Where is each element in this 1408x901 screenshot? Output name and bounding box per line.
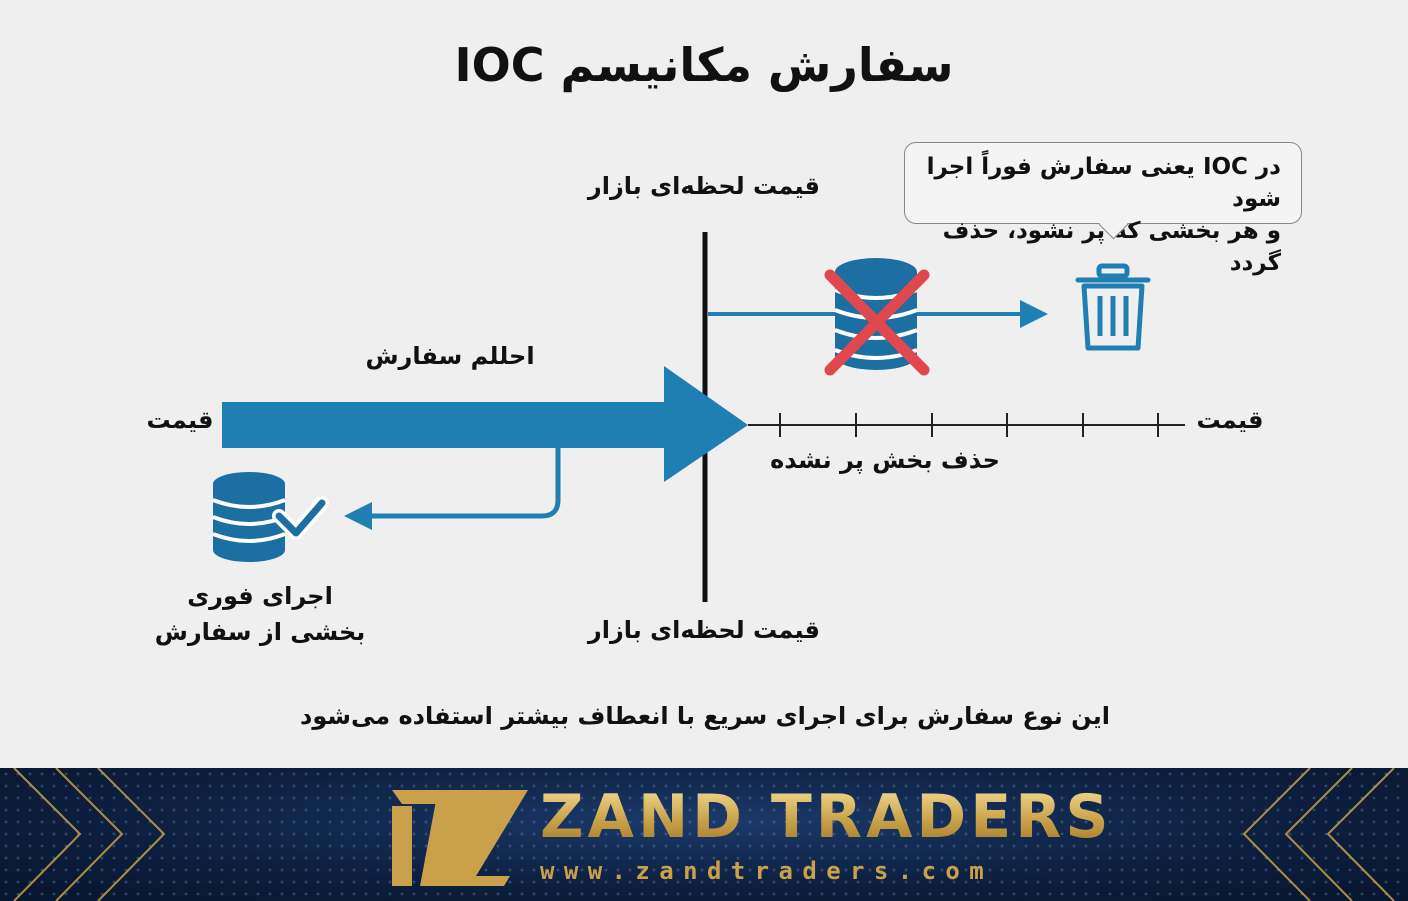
coin-stack-icon bbox=[212, 472, 286, 562]
cancel-arrowhead bbox=[1020, 300, 1048, 328]
cancel-unfilled-label: حذف بخش پر نشده bbox=[770, 446, 1000, 474]
price-label-right: قیمت bbox=[1196, 406, 1264, 434]
callout-line-1: در IOC یعنی سفارش فوراً اجرا شود bbox=[926, 154, 1281, 212]
coin-stack-crossed-icon bbox=[824, 258, 930, 376]
order-submission-label: احللم سفارش bbox=[365, 342, 535, 370]
callout-text: در IOC یعنی سفارش فوراً اجرا شود و هر بخ… bbox=[919, 151, 1281, 279]
market-price-label-top: قیمت لحظه‌ای بازار bbox=[587, 172, 820, 200]
partial-exec-label: اجرای فوری بخشی از سفارش bbox=[154, 582, 366, 646]
partial-exec-arrowhead bbox=[344, 502, 372, 530]
check-icon bbox=[272, 496, 329, 540]
trash-icon bbox=[1075, 263, 1151, 351]
ioc-diagram bbox=[212, 232, 1185, 602]
brand-logo-icon bbox=[392, 790, 528, 886]
brand-url: www.zandtraders.com bbox=[540, 857, 994, 885]
order-arrow bbox=[222, 366, 748, 482]
market-price-label-bottom: قیمت لحظه‌ای بازار bbox=[587, 616, 820, 644]
banner-chevrons bbox=[13, 768, 1395, 901]
price-axis bbox=[748, 413, 1185, 437]
banner-pattern bbox=[0, 768, 1408, 901]
page-title: سفارش مکانیسم IOC bbox=[454, 38, 954, 92]
info-callout: در IOC یعنی سفارش فوراً اجرا شود و هر بخ… bbox=[904, 142, 1302, 276]
partial-exec-arrow bbox=[372, 448, 561, 519]
footer-note: این نوع سفارش برای اجرای سریع با انعطاف … bbox=[300, 702, 1110, 730]
brand-banner: ZAND TRADERS bbox=[0, 768, 1408, 901]
price-label-left: قیمت bbox=[146, 406, 214, 434]
brand-name: ZAND TRADERS bbox=[540, 782, 1113, 852]
